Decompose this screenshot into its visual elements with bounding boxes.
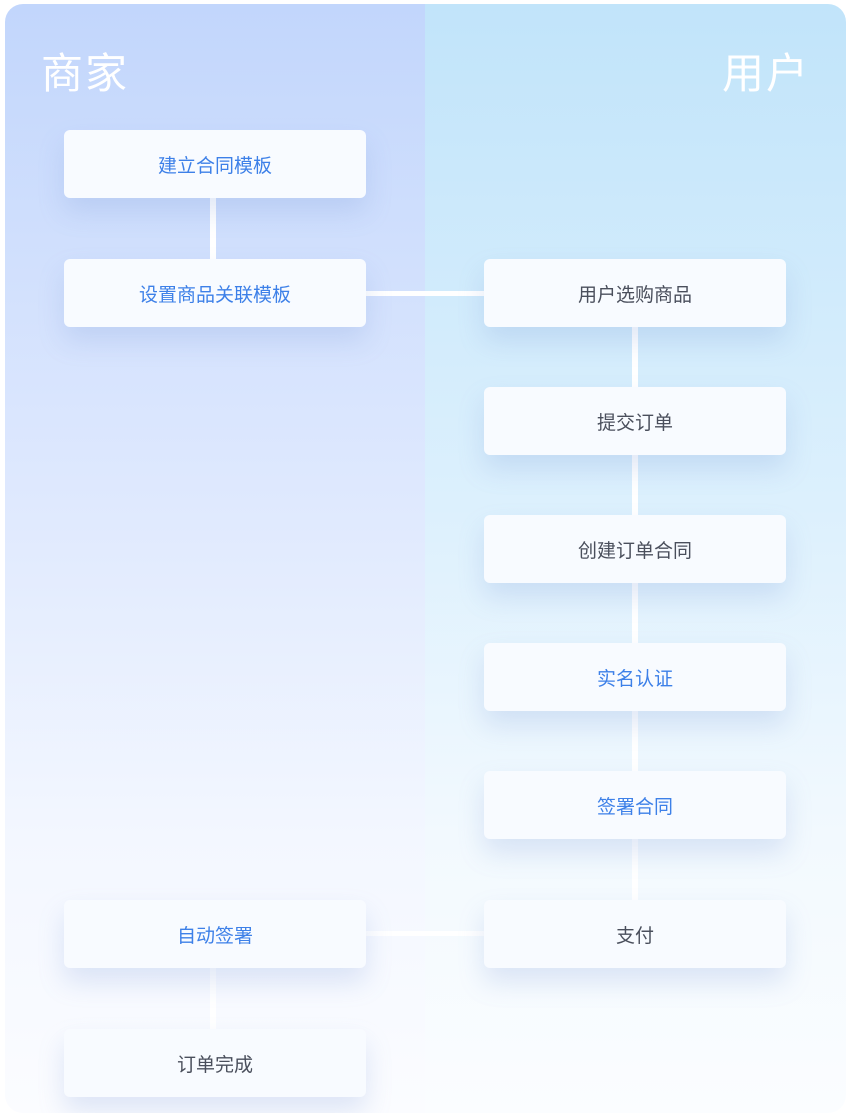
connector-select-to-submit [632,326,638,392]
step-link-template: 设置商品关联模板 [64,259,366,327]
step-order-complete: 订单完成 [64,1029,366,1097]
connector-verify-to-sign [632,710,638,776]
step-auto-sign-label: 自动签署 [176,924,253,947]
connector-pay-to-auto-sign [365,931,485,936]
connector-submit-to-contract [632,454,638,520]
swimlane-flow-diagram: 商家 用户 建立合同模板 设置商品关联模板 自动签署 订单完成 用户选购商品 提… [5,4,846,1113]
step-sign-contract-label: 签署合同 [596,795,673,818]
step-pay: 支付 [484,900,786,968]
step-submit-order-label: 提交订单 [596,411,673,434]
step-sign-contract: 签署合同 [484,771,786,839]
step-create-template-label: 建立合同模板 [157,154,272,177]
connector-sign-to-pay [632,838,638,904]
user-lane-title: 用户 [721,49,810,98]
connector-link-to-select [365,291,485,296]
step-auto-sign: 自动签署 [64,900,366,968]
step-link-template-label: 设置商品关联模板 [138,283,291,306]
merchant-lane-title: 商家 [41,49,130,98]
step-create-template: 建立合同模板 [64,130,366,198]
step-order-complete-label: 订单完成 [176,1053,253,1076]
step-create-contract: 创建订单合同 [484,515,786,583]
step-verify-identity: 实名认证 [484,643,786,711]
step-create-contract-label: 创建订单合同 [577,539,692,562]
step-pay-label: 支付 [615,924,654,947]
connector-auto-sign-to-complete [210,966,216,1032]
step-submit-order: 提交订单 [484,387,786,455]
step-select-goods-label: 用户选购商品 [577,283,692,306]
connector-create-to-link [210,198,216,260]
step-verify-identity-label: 实名认证 [596,667,673,690]
connector-contract-to-verify [632,582,638,648]
step-select-goods: 用户选购商品 [484,259,786,327]
